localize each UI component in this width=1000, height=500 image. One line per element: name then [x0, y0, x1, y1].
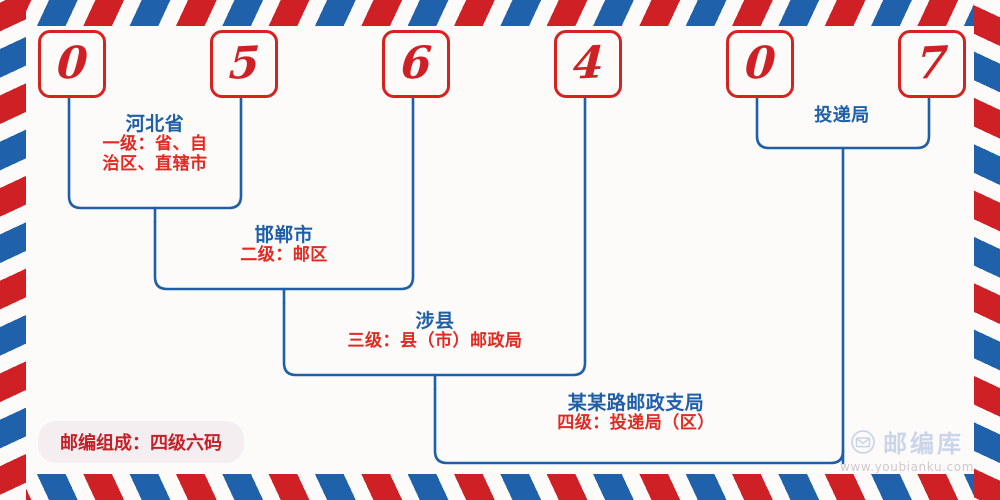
digit-glyph: 4	[571, 37, 605, 90]
postcode-digit-6: 7	[898, 30, 966, 98]
postcode-digit-4: 4	[554, 30, 622, 98]
level-1-subtitle-line1: 一级：省、自	[102, 134, 208, 155]
airmail-border-top	[0, 0, 1000, 26]
level-2-label: 邯郸市 二级：邮区	[168, 224, 400, 266]
level-4-title: 某某路邮政支局	[567, 392, 705, 414]
airmail-border-left	[0, 0, 26, 500]
airmail-border-bottom	[0, 474, 1000, 500]
envelope-circle-icon	[851, 429, 875, 454]
level-2-title: 邯郸市	[254, 224, 314, 246]
level-1-subtitle-line2: 治区、直辖市	[102, 153, 208, 174]
level-1-title: 河北省	[125, 113, 185, 135]
digit-glyph: 6	[399, 37, 433, 90]
level-2-subtitle: 二级：邮区	[240, 245, 328, 266]
watermark: 邮编库 www.youbianku.com	[840, 424, 974, 474]
watermark-brand: 邮编库	[883, 430, 965, 458]
level-3-label: 涉县 三级：县（市）邮政局	[290, 310, 580, 352]
level-3-title: 涉县	[415, 310, 455, 332]
bracket-level-4	[433, 387, 845, 465]
postcode-digit-1: 0	[38, 30, 106, 98]
postcode-digit-2: 5	[210, 30, 278, 98]
digit-glyph: 0	[743, 37, 777, 90]
paper-surface	[26, 26, 974, 474]
level-3-subtitle: 三级：县（市）邮政局	[347, 331, 523, 352]
delivery-office-label: 投递局	[763, 105, 921, 127]
legend-badge: 邮编组成：四级六码	[38, 421, 244, 463]
digit-glyph: 0	[55, 37, 89, 90]
level-1-label: 河北省 一级：省、自 治区、直辖市	[75, 113, 235, 174]
delivery-office-title: 投递局	[814, 105, 870, 126]
postcode-digit-5: 0	[726, 30, 794, 98]
watermark-url: www.youbianku.com	[840, 460, 974, 474]
digit-glyph: 5	[227, 37, 261, 90]
airmail-border-right	[974, 0, 1000, 500]
postcode-digit-3: 6	[382, 30, 450, 98]
level-4-label: 某某路邮政支局 四级：投递局（区）	[442, 392, 830, 434]
level-4-subtitle: 四级：投递局（区）	[557, 413, 715, 434]
digit-glyph: 7	[915, 37, 949, 90]
